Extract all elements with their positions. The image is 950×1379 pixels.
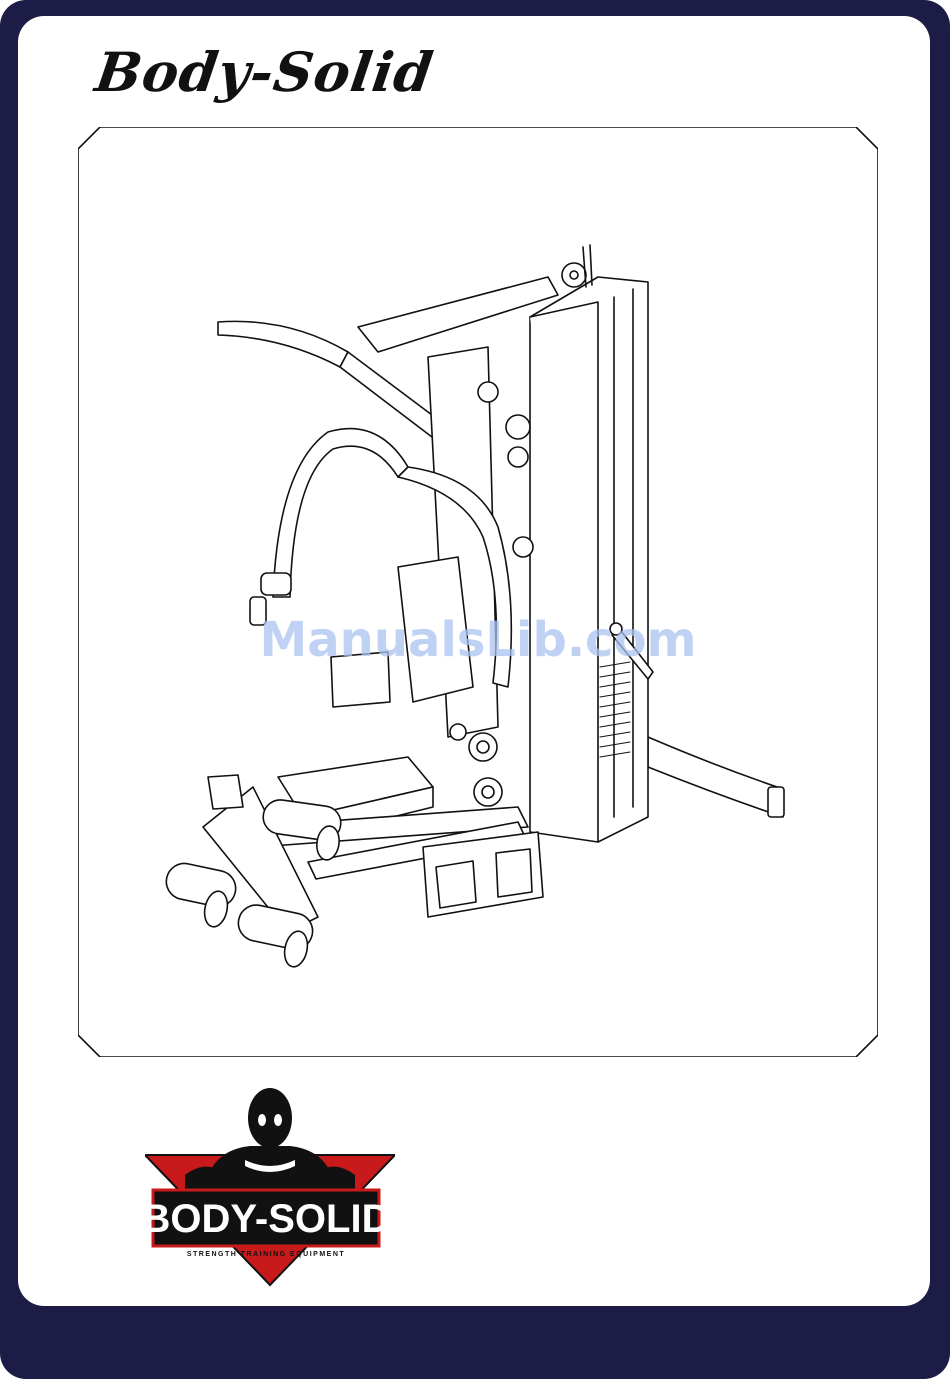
body-solid-brand-badge: BODY-SOLID STRENGTH TRAINING EQUIPMENT bbox=[145, 1080, 395, 1290]
bodybuilder-figure bbox=[185, 1088, 355, 1195]
brand-badge-name: BODY-SOLID bbox=[145, 1197, 390, 1241]
product-image-panel: ManualsLib.com bbox=[78, 127, 878, 1057]
brand-badge-graphic: BODY-SOLID STRENGTH TRAINING EQUIPMENT bbox=[145, 1080, 395, 1290]
brand-badge-tagline: STRENGTH TRAINING EQUIPMENT bbox=[187, 1251, 345, 1258]
body-solid-script-logo: Body-Solid bbox=[92, 40, 438, 104]
home-gym-illustration bbox=[78, 127, 878, 1057]
watermark-text: ManualsLib.com bbox=[78, 612, 878, 668]
